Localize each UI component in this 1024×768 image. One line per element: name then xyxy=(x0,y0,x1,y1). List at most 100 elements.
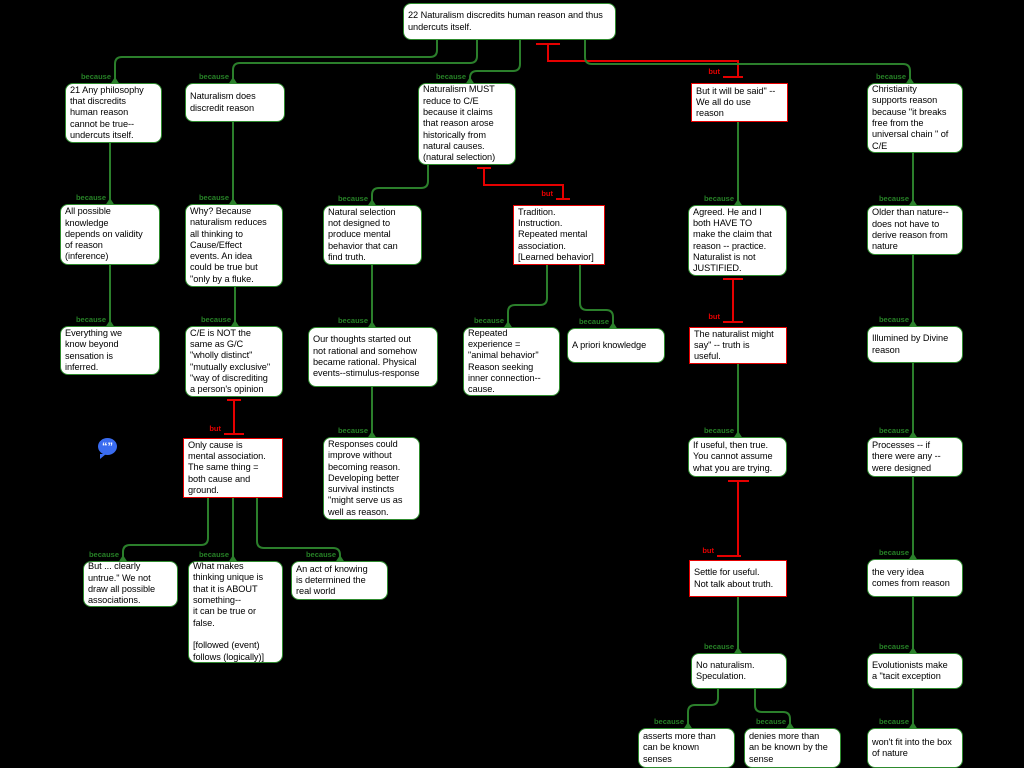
link-label-because[interactable]: because xyxy=(80,72,111,81)
node-text: Everything we know beyond sensation is i… xyxy=(65,327,123,372)
link-label-because[interactable]: because xyxy=(75,315,106,324)
concept-node-naturalism-discredits-reason[interactable]: 22 Naturalism discredits human reason an… xyxy=(403,3,616,40)
link-label-because[interactable]: because xyxy=(198,72,229,81)
arrowhead xyxy=(367,431,377,438)
link-label-because[interactable]: because xyxy=(878,315,909,324)
connector-because-line xyxy=(579,265,614,328)
concept-node-illumined-by-divine[interactable]: Illumined by Divine reason xyxy=(867,326,963,363)
node-text: Settle for useful. Not talk about truth. xyxy=(694,567,774,589)
link-label-because[interactable]: because xyxy=(878,717,909,726)
concept-node-naturalism-does-discredit[interactable]: Naturalism does discredit reason xyxy=(185,83,285,122)
concept-node-what-makes-thinking[interactable]: What makes thinking unique is that it is… xyxy=(188,561,283,663)
concept-node-our-thoughts-started[interactable]: Our thoughts started out not rational an… xyxy=(308,327,438,387)
link-label-because[interactable]: because xyxy=(878,548,909,557)
link-label-but[interactable]: but xyxy=(708,67,720,76)
link-label-but[interactable]: but xyxy=(702,546,714,555)
link-label-because[interactable]: because xyxy=(875,72,906,81)
concept-node-older-than-nature[interactable]: Older than nature-- does not have to der… xyxy=(867,205,963,255)
link-label-because[interactable]: because xyxy=(337,426,368,435)
connector-because-line xyxy=(232,40,478,83)
connector-but-line xyxy=(536,43,743,78)
link-label-but[interactable]: but xyxy=(209,424,221,433)
arrowhead xyxy=(110,77,120,84)
arrowhead xyxy=(733,431,743,438)
link-label-because[interactable]: because xyxy=(653,717,684,726)
concept-node-denies-more-than[interactable]: denies more than an be known by the sens… xyxy=(744,728,841,768)
connector-but-line xyxy=(224,399,244,435)
node-text: Natural selection not designed to produc… xyxy=(328,206,398,262)
link-label-because[interactable]: because xyxy=(878,426,909,435)
node-text: No naturalism. Speculation. xyxy=(696,659,755,681)
link-label-because[interactable]: because xyxy=(88,550,119,559)
arrowhead xyxy=(733,199,743,206)
link-label-because[interactable]: because xyxy=(305,550,336,559)
concept-node-ce-not-same-as-gc[interactable]: C/E is NOT the same as G/C "wholly disti… xyxy=(185,326,283,397)
concept-node-only-cause-mental[interactable]: Only cause is mental association. The sa… xyxy=(183,438,283,498)
link-label-but[interactable]: but xyxy=(708,312,720,321)
arrowhead xyxy=(908,199,918,206)
arrowhead xyxy=(465,77,475,84)
concept-node-tradition-instruction[interactable]: Tradition. Instruction. Repeated mental … xyxy=(513,205,605,265)
concept-node-no-naturalism[interactable]: No naturalism. Speculation. xyxy=(691,653,787,689)
concept-node-agreed-he-and-i[interactable]: Agreed. He and I both HAVE TO make the c… xyxy=(688,205,787,276)
arrowhead xyxy=(733,647,743,654)
link-label-because[interactable]: because xyxy=(703,426,734,435)
concept-node-settle-for-useful[interactable]: Settle for useful. Not talk about truth. xyxy=(689,560,787,597)
arrowhead xyxy=(905,77,915,84)
concept-node-evolutionists-tacit[interactable]: Evolutionists make a "tacit exception xyxy=(867,653,963,689)
link-label-because[interactable]: because xyxy=(75,193,106,202)
concept-node-a-priori-knowledge[interactable]: A priori knowledge xyxy=(567,328,665,363)
connector-because-line xyxy=(584,40,911,83)
node-text: If useful, then true. You cannot assume … xyxy=(693,440,773,473)
link-label-because[interactable]: because xyxy=(198,550,229,559)
link-label-because[interactable]: because xyxy=(200,315,231,324)
node-text: A priori knowledge xyxy=(572,339,647,350)
concept-node-but-clearly-untrue[interactable]: But ... clearly untrue." We not draw all… xyxy=(83,561,178,607)
connector-but-line xyxy=(477,167,570,200)
link-label-because[interactable]: because xyxy=(703,194,734,203)
node-text: Tradition. Instruction. Repeated mental … xyxy=(518,206,594,262)
node-text: 21 Any philosophy that discredits human … xyxy=(70,84,144,140)
arrowhead xyxy=(785,722,795,729)
connector-but-line xyxy=(717,480,749,557)
concept-node-wont-fit-box-nature[interactable]: won't fit into the box of nature xyxy=(867,728,963,768)
concept-node-why-naturalism-reduces[interactable]: Why? Because naturalism reduces all thin… xyxy=(185,204,283,287)
arrowhead xyxy=(908,647,918,654)
concept-node-christianity-supports-reason[interactable]: Christianity supports reason because "it… xyxy=(867,83,963,153)
concept-node-processes-were-designed[interactable]: Processes -- if there were any -- were d… xyxy=(867,437,963,477)
concept-node-asserts-more-than[interactable]: asserts more than can be known senses xyxy=(638,728,735,768)
node-text: Evolutionists make a "tacit exception xyxy=(872,659,948,681)
concept-node-very-idea-from-reason[interactable]: the very idea comes from reason xyxy=(867,559,963,597)
link-label-because[interactable]: because xyxy=(878,642,909,651)
link-label-because[interactable]: because xyxy=(337,194,368,203)
concept-node-repeated-experience[interactable]: Repeated experience = "animal behavior" … xyxy=(463,327,560,396)
concept-node-any-philosophy[interactable]: 21 Any philosophy that discredits human … xyxy=(65,83,162,143)
link-label-because[interactable]: because xyxy=(755,717,786,726)
node-text: Naturalism does discredit reason xyxy=(190,91,256,113)
quote-bubble-icon[interactable]: “” xyxy=(98,438,117,459)
connector-because-line xyxy=(507,265,548,327)
concept-node-act-of-knowing[interactable]: An act of knowing is determined the real… xyxy=(291,561,388,600)
arrowhead xyxy=(335,555,345,562)
link-label-but[interactable]: but xyxy=(541,189,553,198)
node-text: An act of knowing is determined the real… xyxy=(296,563,368,597)
link-label-because[interactable]: because xyxy=(198,193,229,202)
node-text: Agreed. He and I both HAVE TO make the c… xyxy=(693,206,772,274)
arrowhead xyxy=(230,320,240,327)
link-label-because[interactable]: because xyxy=(578,317,609,326)
concept-node-naturalism-must-reduce[interactable]: Naturalism MUST reduce to C/E because it… xyxy=(418,83,516,165)
concept-node-but-it-will-be-said[interactable]: But it will be said" -- We all do use re… xyxy=(691,83,788,122)
link-label-because[interactable]: because xyxy=(337,316,368,325)
link-label-because[interactable]: because xyxy=(703,642,734,651)
link-label-because[interactable]: because xyxy=(878,194,909,203)
concept-node-natural-selection[interactable]: Natural selection not designed to produc… xyxy=(323,205,422,265)
concept-node-if-useful-then-true[interactable]: If useful, then true. You cannot assume … xyxy=(688,437,787,477)
concept-node-everything-we-know[interactable]: Everything we know beyond sensation is i… xyxy=(60,326,160,375)
concept-node-all-possible-knowledge[interactable]: All possible knowledge depends on validi… xyxy=(60,204,160,265)
link-label-because[interactable]: because xyxy=(435,72,466,81)
concept-node-naturalist-might-say[interactable]: The naturalist might say" -- truth is us… xyxy=(689,327,787,364)
link-label-because[interactable]: because xyxy=(473,316,504,325)
concept-node-responses-could-improve[interactable]: Responses could improve without becoming… xyxy=(323,437,420,520)
